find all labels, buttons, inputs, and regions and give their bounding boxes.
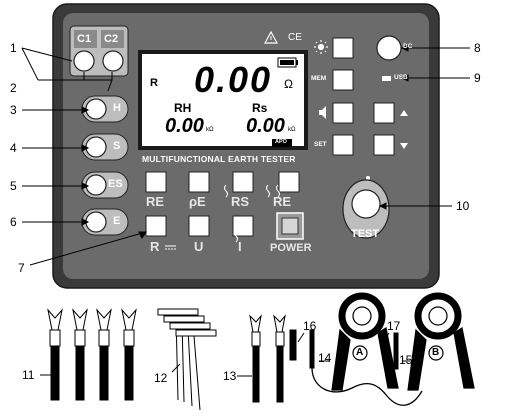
lcd-screen: [138, 50, 308, 150]
warning-triangle-icon: [263, 30, 279, 44]
right-controls: [314, 35, 408, 156]
clamp-b: [407, 292, 475, 391]
clamp-cable: [311, 367, 423, 406]
sun-icon: [314, 40, 328, 54]
function-buttons-row2: [145, 212, 304, 240]
triangle-up-icon: [400, 110, 408, 116]
c1-c2-terminals: [69, 25, 129, 77]
test-button: [342, 176, 390, 239]
function-buttons-row1: [145, 171, 300, 193]
triangle-down-icon: [400, 143, 408, 149]
speaker-icon: [319, 106, 326, 119]
ground-rods: [157, 308, 217, 411]
clamp-a: [331, 292, 399, 391]
clip-leads: [249, 314, 297, 403]
alligator-leads: [47, 308, 137, 401]
